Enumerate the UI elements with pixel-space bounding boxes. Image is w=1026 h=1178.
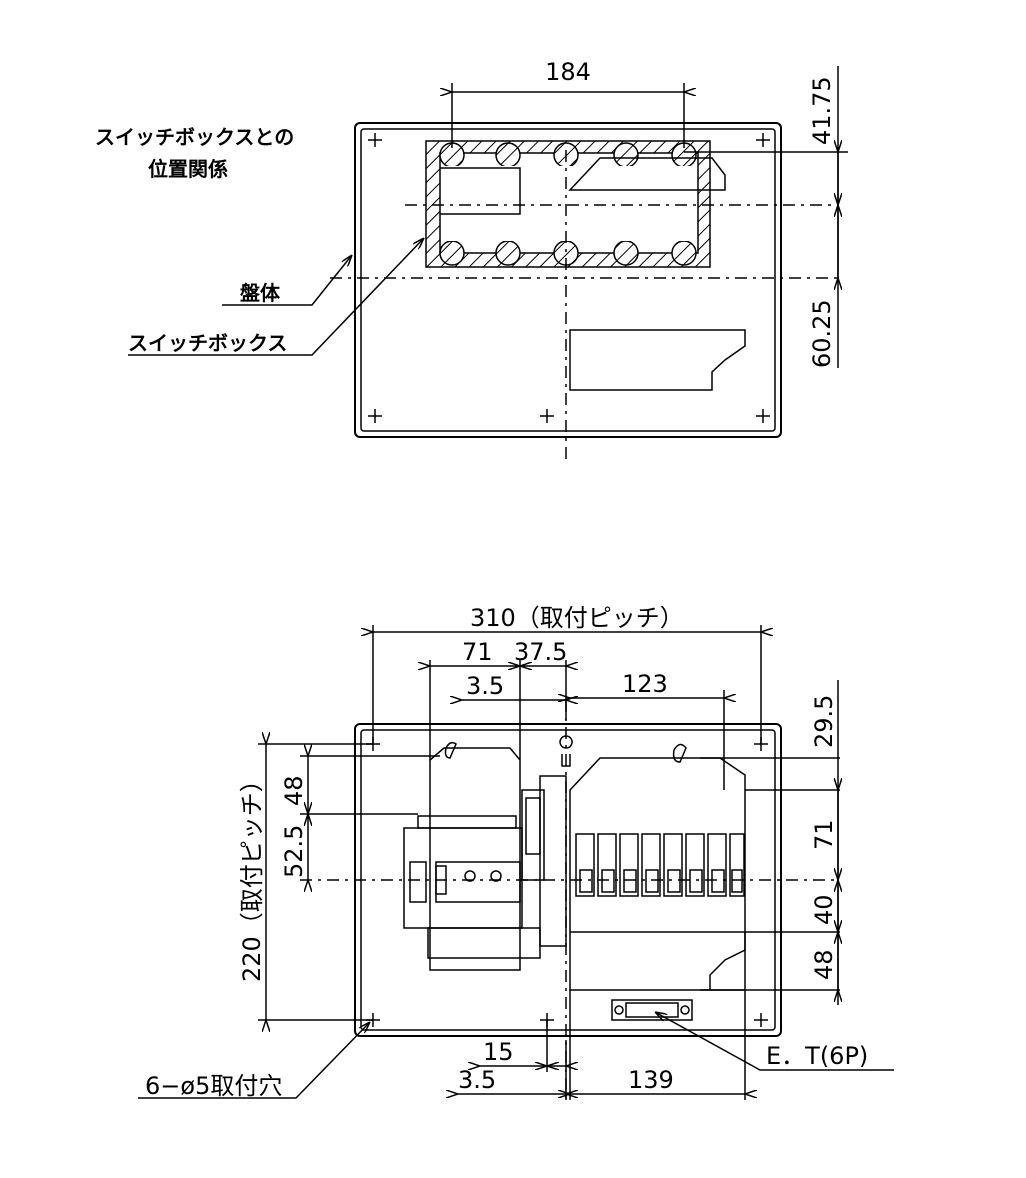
dim-220-pitch: 220（取付ピッチ）	[238, 768, 266, 982]
dim-310-pitch: 310（取付ピッチ）	[470, 604, 684, 632]
dim-41-75: 41.75	[808, 76, 836, 145]
dim-48-right: 48	[810, 949, 838, 980]
dim-3-5-bottom: 3.5	[458, 1066, 496, 1094]
dim-184: 184	[545, 58, 591, 86]
mount-crosses-top	[368, 133, 770, 423]
panel-outline-outer	[354, 122, 782, 438]
switch-box	[425, 140, 711, 268]
dim-71-top: 71	[462, 638, 493, 666]
dim-123: 123	[622, 670, 668, 698]
dim-52-5: 52.5	[280, 825, 308, 878]
dim-71-right: 71	[810, 819, 838, 850]
dim-15: 15	[483, 1038, 514, 1066]
internal-outline-left	[440, 167, 521, 215]
main-breaker	[403, 741, 567, 971]
label-et: E．T(6P)	[766, 1042, 868, 1070]
label-switchbox: スイッチボックス	[128, 331, 287, 355]
terminal-block	[611, 999, 693, 1021]
caption-line2: 位置関係	[148, 157, 228, 181]
dim-3-5-top: 3.5	[466, 672, 504, 700]
dim-29-5: 29.5	[810, 695, 838, 748]
branch-breakers	[569, 743, 746, 991]
internal-outline-right	[568, 157, 726, 191]
caption-line1: スイッチボックスとの	[95, 125, 294, 149]
dim-48-left: 48	[280, 775, 308, 806]
lower-outline	[569, 329, 746, 391]
panel-outline-inner	[360, 128, 776, 432]
label-panel: 盤体	[240, 281, 281, 305]
dim-60-25: 60.25	[808, 299, 836, 368]
dim-40-right: 40	[810, 894, 838, 925]
front-view: 310（取付ピッチ） 71 37.5 3.5 123 29.5 71 40 48	[138, 604, 894, 1100]
dim-139: 139	[628, 1066, 674, 1094]
label-holes: 6−ø5取付穴	[145, 1072, 282, 1100]
dim-37-5: 37.5	[514, 638, 567, 666]
top-view: 184 41.75 60.25 スイッチボックスとの 位置関係 盤体 スイッチボ…	[95, 58, 848, 460]
